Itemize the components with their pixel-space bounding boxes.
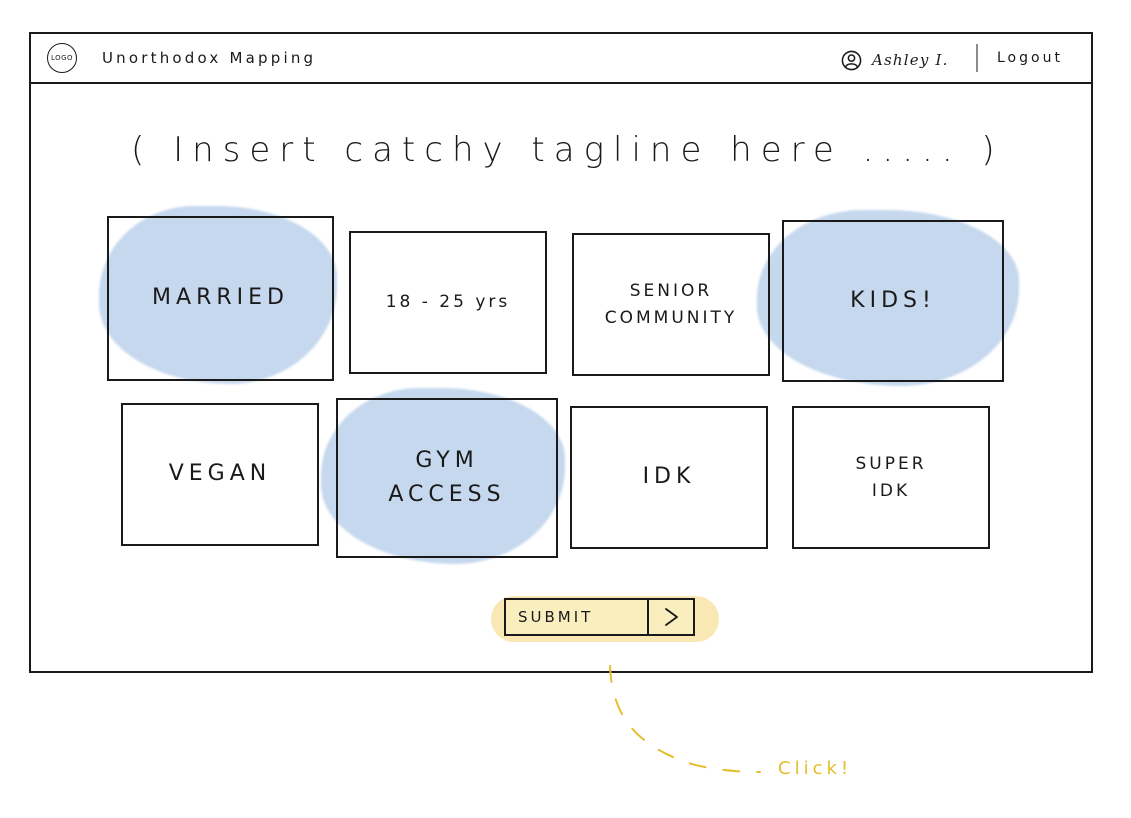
category-card-18-25[interactable]: 18 - 25 yrs [349, 231, 547, 374]
logo-icon[interactable]: LOGO [47, 43, 77, 73]
click-annotation-arrow [609, 665, 761, 773]
selected-highlight-kids [757, 210, 1019, 386]
chevron-right-icon [647, 600, 693, 634]
logout-link[interactable]: Logout [997, 50, 1063, 66]
selected-highlight-married [99, 206, 337, 384]
app-title: Unorthodox Mapping [102, 49, 317, 67]
nav-divider [976, 44, 978, 72]
user-name: Ashley I. [872, 51, 949, 69]
category-card-idk[interactable]: IDK [570, 406, 768, 549]
category-label: MARRIED [152, 285, 289, 311]
category-card-married[interactable]: MARRIED [107, 216, 334, 381]
category-label: GYM ACCESS [388, 447, 506, 507]
click-annotation: Click! [778, 758, 853, 779]
category-card-kids[interactable]: KIDS! [782, 220, 1004, 382]
app-window: LOGO Unorthodox Mapping Ashley I. Logout… [29, 32, 1093, 673]
category-label: SUPER IDK [855, 454, 927, 501]
category-card-senior-community[interactable]: SENIOR COMMUNITY [572, 233, 770, 376]
top-navbar: LOGO Unorthodox Mapping Ashley I. Logout [31, 34, 1091, 84]
user-profile[interactable]: Ashley I. [841, 47, 949, 73]
category-label: VEGAN [168, 461, 272, 487]
page-tagline: ( Insert catchy tagline here ..... ) [131, 130, 1004, 170]
category-card-gym-access[interactable]: GYM ACCESS [336, 398, 558, 558]
user-avatar-icon [841, 50, 862, 70]
category-card-super-idk[interactable]: SUPER IDK [792, 406, 990, 549]
selected-highlight-gym [321, 388, 565, 564]
category-label: KIDS! [850, 287, 936, 313]
submit-button[interactable]: SUBMIT [504, 598, 695, 636]
category-label: SENIOR COMMUNITY [604, 281, 738, 328]
category-label: IDK [642, 464, 696, 490]
submit-label: SUBMIT [518, 608, 594, 626]
category-card-vegan[interactable]: VEGAN [121, 403, 319, 546]
category-label: 18 - 25 yrs [385, 292, 511, 313]
